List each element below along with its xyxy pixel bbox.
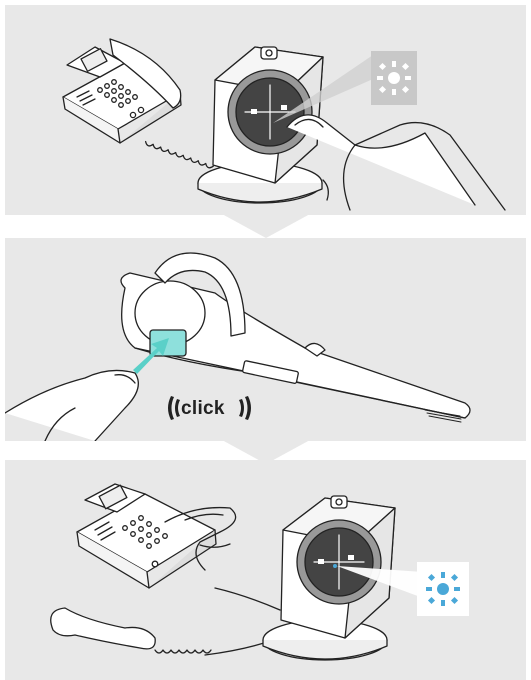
click-label: click	[181, 398, 225, 420]
led-on-icon	[417, 562, 469, 616]
step1-illustration	[5, 5, 526, 215]
desk-phone-icon	[77, 484, 216, 588]
step3-illustration	[5, 460, 526, 680]
step2-illustration	[5, 238, 526, 441]
step3-panel	[5, 460, 526, 680]
step1-panel	[5, 5, 526, 215]
next-step-arrow-1	[222, 214, 310, 240]
headset-icon	[121, 253, 470, 422]
base-station-icon	[281, 496, 395, 638]
step2-panel: click	[5, 238, 526, 441]
led-off-icon	[371, 51, 417, 105]
desk-phone-icon	[63, 39, 181, 143]
